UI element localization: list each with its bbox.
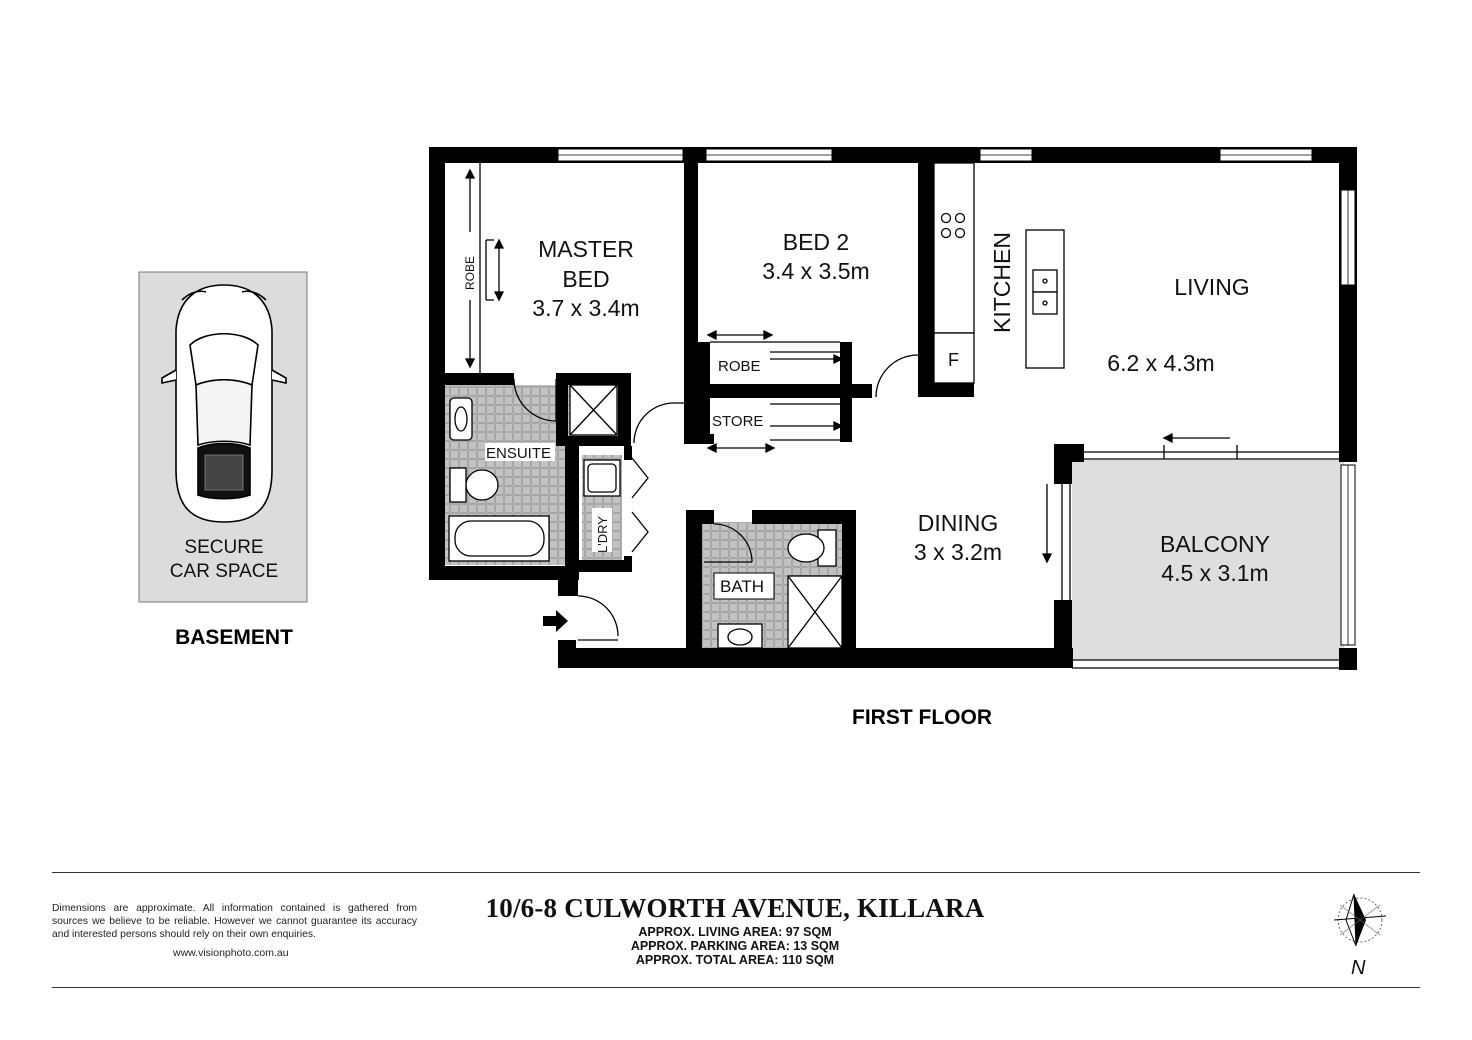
windows [557,148,1356,646]
car-space-label-1: SECURE [184,537,263,558]
doors [513,354,919,641]
master-bed-size: 3.7 x 3.4m [532,295,639,321]
compass-icon [1333,893,1387,947]
disclaimer: Dimensions are approximate. All informat… [52,903,417,940]
kitchen-fixtures [933,162,1065,384]
car-icon [161,284,287,523]
floor-label: FIRST FLOOR [852,706,992,729]
master-robe-label: ROBE [463,256,477,290]
store-label: STORE [712,413,763,430]
total-area: APPROX. TOTAL AREA: 110 SQM [635,953,835,967]
parking-area: APPROX. PARKING AREA: 13 SQM [630,939,840,953]
entry-arrow-icon [543,610,568,632]
basement-label: BASEMENT [175,626,293,649]
walls [429,147,1357,670]
ensuite-label: ENSUITE [486,445,551,462]
balcony-label: BALCONY [1160,531,1270,557]
master-robe [464,163,505,373]
bed2-size: 3.4 x 3.5m [762,258,869,284]
balcony-sliding-door [1041,432,1339,669]
living-area: APPROX. LIVING AREA: 97 SQM [638,925,832,939]
footer-top-rule [52,872,1420,873]
living-label: LIVING [1174,274,1249,300]
bed2-robe [706,329,844,454]
fridge-label: F [948,350,959,370]
balcony-size: 4.5 x 3.1m [1161,560,1268,586]
kitchen-label: KITCHEN [989,232,1015,333]
bed2-label: BED 2 [783,229,849,255]
ensuite-fixtures [448,384,621,562]
dining-label: DINING [918,510,999,536]
bath-label: BATH [720,577,764,596]
car-space: SECURE CAR SPACE [138,271,308,603]
living-size: 6.2 x 4.3m [1107,350,1214,376]
car-space-label-2: CAR SPACE [170,561,278,582]
laundry-label: L'DRY [595,516,610,553]
master-bed-label-1: MASTER [538,236,634,262]
bed2-robe-label: ROBE [718,358,761,375]
footer-bottom-rule [52,987,1420,988]
north-label: N [1351,957,1366,979]
property-address: 10/6-8 CULWORTH AVENUE, KILLARA [485,893,985,923]
bath-fixtures [717,529,843,649]
dining-size: 3 x 3.2m [914,539,1002,565]
website-link[interactable]: www.visionphoto.com.au [173,947,289,959]
master-bed-label-2: BED [562,266,609,292]
balcony-floor [1072,460,1344,660]
